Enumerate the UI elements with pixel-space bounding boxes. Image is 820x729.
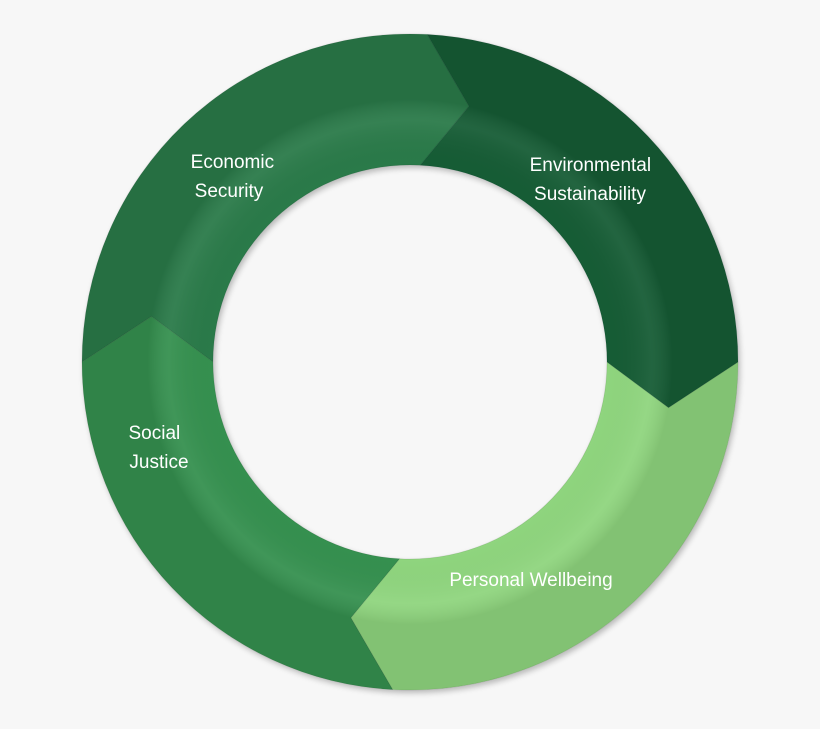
label-environmental-sustainability: Environmental Sustainability	[530, 155, 657, 205]
label-social-justice: Social Justice	[128, 423, 188, 473]
ring-shading	[82, 34, 738, 690]
label-economic-security: Economic Security	[191, 152, 280, 202]
label-personal-wellbeing: Personal Wellbeing	[449, 570, 612, 591]
